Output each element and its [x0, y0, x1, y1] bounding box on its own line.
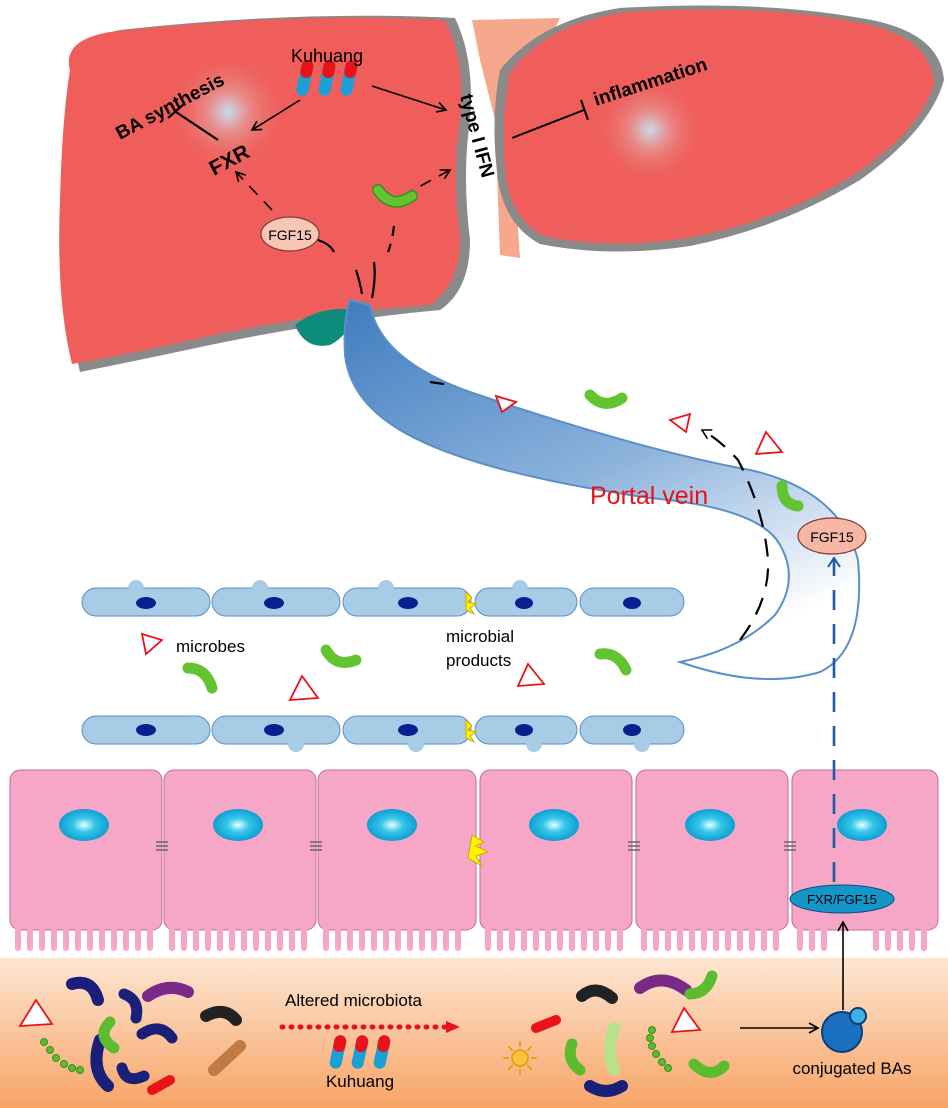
fxr-fgf15-receptor — [789, 884, 895, 914]
fgf15-vein-oval — [797, 517, 867, 555]
intestinal-epithelium — [9, 769, 939, 951]
altered-microbiota-label: Altered microbiota — [285, 991, 423, 1010]
microbial-products-label-1: microbial — [446, 627, 514, 646]
portal-vein — [343, 298, 861, 681]
kuhuang-capsules-bottom — [329, 1035, 391, 1069]
fgf15-vein-label: FGF15 — [810, 529, 854, 545]
microbial-products-label-2: products — [446, 651, 511, 670]
liver — [59, 5, 944, 372]
microbiota-right — [503, 970, 730, 1097]
endothelium-top — [81, 580, 685, 617]
fgf15-liver-label: FGF15 — [268, 227, 312, 243]
kuhuang-bottom-label: Kuhuang — [326, 1072, 394, 1091]
sun-bacterium — [503, 1041, 537, 1075]
microbiota-left — [40, 976, 246, 1095]
endothelium-bottom — [81, 715, 685, 752]
conjugated-bas-label: conjugated BAs — [792, 1059, 911, 1078]
portal-vein-label: Portal vein — [590, 482, 708, 510]
fxr-fgf15-label: FXR/FGF15 — [807, 892, 877, 907]
conjugated-ba-molecule — [821, 1007, 867, 1053]
fgf15-liver-oval — [260, 216, 320, 252]
microbes — [182, 184, 804, 694]
microbes-label: microbes — [176, 637, 245, 656]
kuhuang-top-label: Kuhuang — [291, 46, 363, 66]
kuhuang-capsules-top — [296, 60, 358, 96]
microbial-products — [18, 394, 784, 1034]
